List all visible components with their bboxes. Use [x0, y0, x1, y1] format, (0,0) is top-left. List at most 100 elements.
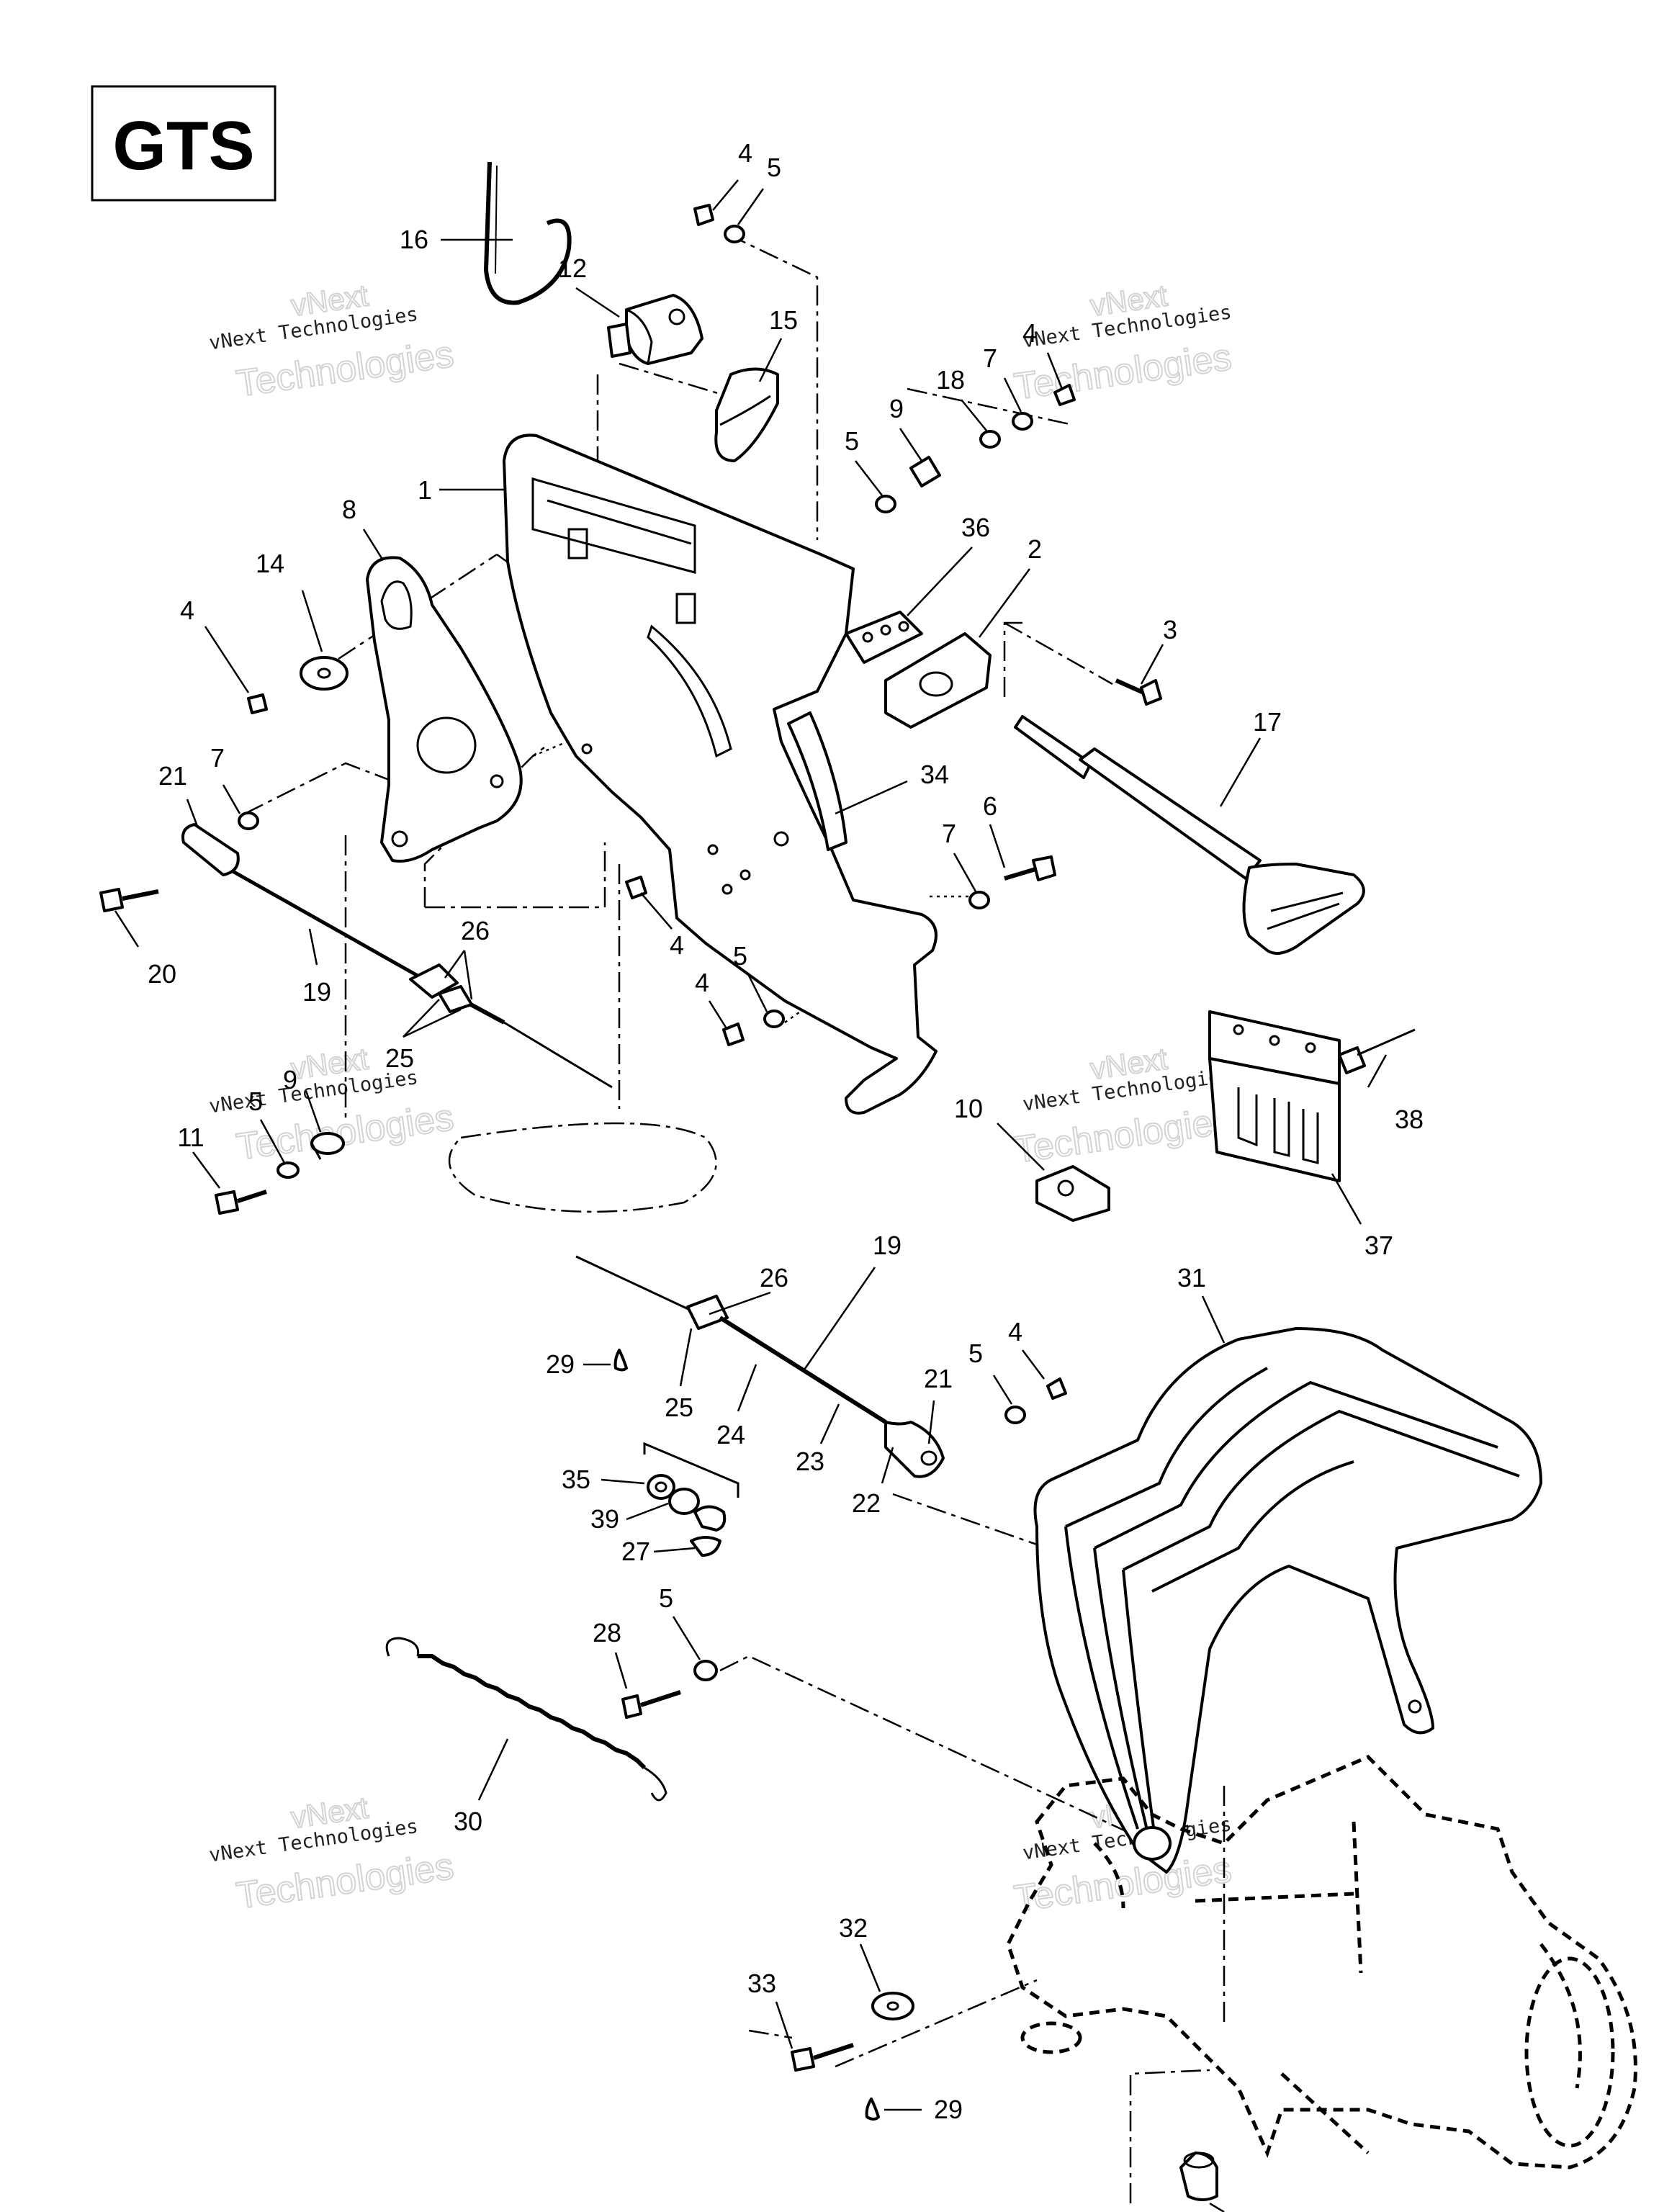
callout-5: 5 [659, 1583, 673, 1613]
model-label-box: GTS [91, 85, 276, 202]
part-30-spring [385, 1637, 667, 1802]
callout-7: 7 [942, 819, 956, 848]
callout-36: 36 [961, 513, 990, 542]
part-5-washer-bolt [693, 1660, 718, 1681]
part-35-ring [647, 1474, 675, 1500]
callout-31: 31 [1177, 1263, 1206, 1292]
callout-19: 19 [302, 977, 331, 1007]
callout-22: 22 [852, 1488, 881, 1518]
part-10-cable-bracket [1035, 1165, 1110, 1222]
callout-24: 24 [716, 1420, 745, 1449]
part-3-bolt [1115, 678, 1162, 706]
callout-8: 8 [342, 495, 356, 524]
callout-23: 23 [796, 1447, 824, 1476]
part-5-washer-top [724, 225, 745, 243]
part-18-washer [979, 430, 1001, 449]
callout-28: 28 [593, 1618, 621, 1647]
part-37-shield [1208, 1010, 1341, 1182]
callout-27: 27 [621, 1537, 650, 1566]
callout-18: 18 [936, 365, 965, 395]
callout-33: 33 [747, 1969, 776, 1998]
callout-29: 29 [934, 2095, 963, 2124]
watermark-top-left: vNext vNext Technologies Technologies [207, 277, 457, 405]
watermark-top-right: vNext vNext Technologies Technologies [1011, 277, 1235, 408]
part-4-nut-low [722, 1022, 745, 1046]
callout-32: 32 [839, 1913, 868, 1943]
part-31-bellows [1033, 1327, 1542, 1874]
part-29-grease-drop-upper [613, 1349, 628, 1372]
callout-4: 4 [695, 968, 709, 997]
part-16-pin [483, 161, 572, 305]
callout-34: 34 [920, 760, 949, 789]
part-5-washer-mid [875, 495, 896, 513]
model-label: GTS [112, 107, 254, 184]
callout-29: 29 [546, 1349, 575, 1379]
callout-37: 37 [1364, 1231, 1393, 1260]
part-14-washer [300, 656, 349, 691]
part-4-nut-mid [625, 876, 647, 899]
part-5-washer-lower [276, 1161, 300, 1179]
callout-10: 10 [954, 1094, 983, 1123]
callout-11: 11 [177, 1123, 204, 1152]
part-33-bolt [791, 2043, 854, 2072]
callout-5: 5 [767, 153, 781, 182]
part-4-nut-top [693, 204, 714, 226]
part-5-washer-low [763, 1010, 785, 1028]
callout-4: 4 [1008, 1317, 1022, 1346]
part-9-spacer-lower [310, 1132, 345, 1160]
callout-30: 30 [454, 1807, 482, 1836]
part-27-clip [690, 1505, 727, 1557]
part-29-grease-drop-lower [865, 2098, 880, 2121]
part-15-guide [714, 367, 779, 462]
bushing-bottom [1179, 2152, 1218, 2201]
callout-21: 21 [924, 1364, 953, 1393]
part-12-clip [607, 294, 703, 365]
part-9-spacer-top [909, 456, 941, 487]
part-5-washer-cable-end [1004, 1406, 1026, 1424]
leader-lines [114, 179, 1388, 2212]
callout-7: 7 [983, 343, 997, 373]
callout-4: 4 [180, 595, 194, 625]
part-20-bolt [99, 888, 159, 912]
callout-16: 16 [400, 225, 428, 254]
callout-5: 5 [845, 426, 859, 456]
callout-35: 35 [562, 1465, 590, 1494]
part-6-bolt [1004, 855, 1056, 881]
part-4-nut-right [1053, 384, 1076, 406]
pump-housing-hidden [1006, 1755, 1637, 2170]
part-4-nut-left [247, 693, 268, 714]
callout-39: 39 [590, 1504, 619, 1534]
part-2-pivot-block [884, 632, 992, 729]
part-7-washer-mid [968, 891, 990, 909]
part-36-shim [845, 611, 923, 664]
watermark-bottom-left: vNext vNext Technologies Technologies [207, 1789, 457, 1917]
callout-4: 4 [1022, 318, 1037, 348]
callout-25: 25 [665, 1393, 693, 1422]
callout-3: 3 [1163, 615, 1177, 644]
part-28-bolt [621, 1690, 681, 1719]
part-19-cable-upper [181, 823, 613, 1089]
callout-5: 5 [248, 1087, 263, 1116]
watermark-middle-right: vNext vNext Technologies Technologies [1011, 1040, 1235, 1172]
callout-19: 19 [873, 1231, 902, 1260]
cable-routing-loop [448, 1122, 717, 1213]
part-7-washer-left [238, 811, 259, 830]
callout-4: 4 [670, 930, 684, 960]
part-34-slot-pad [787, 711, 848, 851]
part-19-cable-lower [575, 1255, 945, 1478]
part-1-bracket [503, 433, 938, 1115]
part-7-washer-right [1012, 412, 1033, 431]
callout-38: 38 [1395, 1105, 1424, 1134]
callout-5: 5 [733, 941, 747, 971]
callout-6: 6 [983, 791, 997, 821]
callout-5: 5 [968, 1339, 983, 1368]
part-11-bolt [215, 1190, 267, 1215]
callout-9: 9 [889, 394, 904, 423]
callout-7: 7 [210, 743, 225, 773]
callout-26: 26 [760, 1263, 788, 1292]
part-39-ring [668, 1488, 700, 1515]
part-17-pedal [1014, 715, 1365, 955]
callout-26: 26 [461, 916, 490, 945]
part-8-lever-plate [366, 556, 523, 863]
